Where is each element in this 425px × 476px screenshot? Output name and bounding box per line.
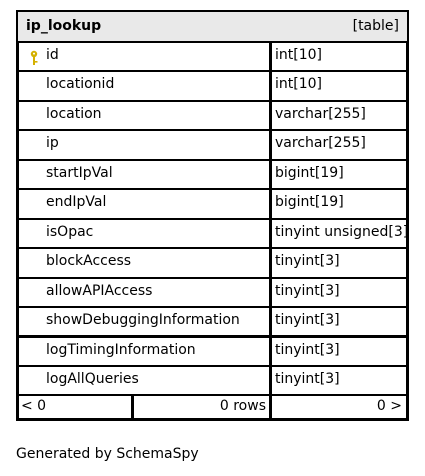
column-name[interactable]: ip bbox=[46, 135, 59, 152]
column-name-cell: allowAPIAccess bbox=[19, 278, 269, 307]
column-type: tinyint[3] bbox=[275, 253, 340, 270]
column-name-cell: id bbox=[19, 43, 269, 71]
parents-count[interactable]: < 0 bbox=[21, 398, 47, 415]
column-type-cell: varchar[255] bbox=[272, 101, 406, 130]
row-count: 0 rows bbox=[219, 398, 266, 415]
table-header: ip_lookup [table] bbox=[18, 12, 407, 42]
column-type: tinyint unsigned[3] bbox=[275, 223, 409, 240]
column-name-cell: endIpVal bbox=[19, 190, 269, 218]
column-type: bigint[19] bbox=[275, 164, 344, 181]
table-row: endIpVal bigint[19] bbox=[18, 189, 407, 218]
ip-lookup-table: ip_lookup [table] id int[10] locationid int… bbox=[16, 10, 409, 421]
children-count-cell: 0 > bbox=[272, 396, 406, 419]
column-name[interactable]: isOpac bbox=[46, 223, 94, 240]
column-name[interactable]: startIpVal bbox=[46, 164, 113, 181]
column-name[interactable]: location bbox=[46, 105, 102, 122]
table-row: location varchar[255] bbox=[18, 101, 407, 130]
table-row: locationid int[10] bbox=[18, 71, 407, 100]
column-type: tinyint[3] bbox=[275, 370, 340, 387]
table-name[interactable]: ip_lookup bbox=[26, 18, 102, 34]
column-type: int[10] bbox=[275, 47, 322, 63]
column-name[interactable]: allowAPIAccess bbox=[46, 282, 153, 299]
primary-key-icon bbox=[30, 50, 38, 65]
table-row: ip varchar[255] bbox=[18, 130, 407, 159]
table-footer: < 0 0 rows 0 > bbox=[18, 395, 407, 419]
column-name[interactable]: locationid bbox=[46, 76, 115, 93]
column-name-cell: logAllQueries bbox=[19, 366, 269, 395]
table-row: startIpVal bigint[19] bbox=[18, 160, 407, 189]
table-row: isOpac tinyint unsigned[3] bbox=[18, 219, 409, 248]
column-name[interactable]: endIpVal bbox=[46, 194, 107, 211]
column-name-cell: ip bbox=[19, 131, 269, 159]
column-type: varchar[255] bbox=[275, 135, 366, 152]
column-name[interactable]: logTimingInformation bbox=[46, 341, 196, 358]
column-type-cell: int[10] bbox=[272, 43, 406, 71]
table-type-label: [table] bbox=[352, 18, 399, 34]
column-name-cell: isOpac bbox=[19, 219, 269, 248]
column-type: tinyint[3] bbox=[275, 341, 340, 358]
table-row: blockAccess tinyint[3] bbox=[18, 248, 407, 277]
column-name[interactable]: showDebuggingInformation bbox=[46, 312, 240, 329]
table-row: logTimingInformation tinyint[3] bbox=[18, 337, 407, 366]
column-type: varchar[255] bbox=[275, 105, 366, 122]
column-type: tinyint[3] bbox=[275, 312, 340, 329]
column-name[interactable]: blockAccess bbox=[46, 253, 132, 270]
column-type-cell: tinyint[3] bbox=[272, 337, 406, 365]
table-row: id int[10] bbox=[18, 42, 407, 71]
column-type-cell: bigint[19] bbox=[272, 160, 406, 189]
column-type: tinyint[3] bbox=[275, 282, 340, 299]
column-name[interactable]: logAllQueries bbox=[46, 370, 139, 387]
column-name[interactable]: id bbox=[46, 47, 59, 63]
column-type-cell: tinyint[3] bbox=[272, 366, 406, 395]
table-row: allowAPIAccess tinyint[3] bbox=[18, 278, 407, 307]
parents-count-cell: < 0 bbox=[19, 396, 131, 419]
column-name-cell: logTimingInformation bbox=[19, 337, 269, 365]
column-type-cell: tinyint unsigned[3] bbox=[272, 219, 409, 248]
column-name-cell: locationid bbox=[19, 72, 269, 100]
column-type: int[10] bbox=[275, 76, 322, 93]
column-name-cell: location bbox=[19, 101, 269, 130]
column-name-cell: startIpVal bbox=[19, 160, 269, 189]
column-name-cell: showDebuggingInformation bbox=[19, 308, 269, 336]
table-row: showDebuggingInformation tinyint[3] bbox=[18, 307, 407, 336]
column-name-cell: blockAccess bbox=[19, 249, 269, 277]
column-type-cell: tinyint[3] bbox=[272, 249, 406, 277]
column-type-cell: tinyint[3] bbox=[272, 308, 406, 336]
column-type-cell: tinyint[3] bbox=[272, 278, 406, 307]
row-count-cell: 0 rows bbox=[134, 396, 269, 419]
table-row: logAllQueries tinyint[3] bbox=[18, 366, 407, 395]
children-count[interactable]: 0 > bbox=[376, 398, 402, 415]
column-type-cell: int[10] bbox=[272, 72, 406, 100]
column-type-cell: bigint[19] bbox=[272, 190, 406, 218]
generated-by-note: Generated by SchemaSpy bbox=[16, 446, 199, 462]
column-type: bigint[19] bbox=[275, 194, 344, 211]
column-type-cell: varchar[255] bbox=[272, 131, 406, 159]
